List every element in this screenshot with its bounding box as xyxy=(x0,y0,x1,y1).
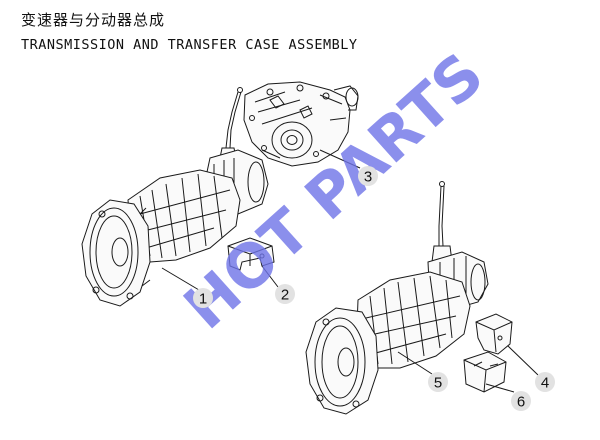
callout-circle xyxy=(428,372,448,392)
callout-circle xyxy=(193,288,213,308)
bracket-2[interactable] xyxy=(227,237,275,271)
callout-circle xyxy=(535,372,555,392)
callout-3: 3 xyxy=(358,166,378,186)
transfer-case[interactable] xyxy=(243,81,359,167)
callout-number: 3 xyxy=(364,169,372,186)
bracket-4[interactable] xyxy=(475,313,513,355)
callout-labels: 1 2 3 4 5 6 xyxy=(193,166,555,411)
callout-1: 1 xyxy=(193,288,213,308)
mount-6[interactable] xyxy=(463,351,507,393)
transmission-assembly-1[interactable] xyxy=(81,87,269,307)
callout-4: 4 xyxy=(535,372,555,392)
callout-number: 2 xyxy=(281,287,289,304)
callout-number: 5 xyxy=(434,375,442,392)
leader-lines xyxy=(161,149,539,393)
callout-6: 6 xyxy=(511,391,531,411)
transmission-assembly-5[interactable] xyxy=(305,181,489,415)
callout-circle xyxy=(511,391,531,411)
callout-number: 4 xyxy=(541,375,549,392)
callout-2: 2 xyxy=(275,284,295,304)
callout-number: 6 xyxy=(517,394,525,411)
callout-5: 5 xyxy=(428,372,448,392)
title-english: TRANSMISSION AND TRANSFER CASE ASSEMBLY xyxy=(21,37,358,53)
callout-circle xyxy=(275,284,295,304)
title-chinese: 变速器与分动器总成 xyxy=(21,11,166,29)
callout-number: 1 xyxy=(199,291,207,308)
callout-circle xyxy=(358,166,378,186)
